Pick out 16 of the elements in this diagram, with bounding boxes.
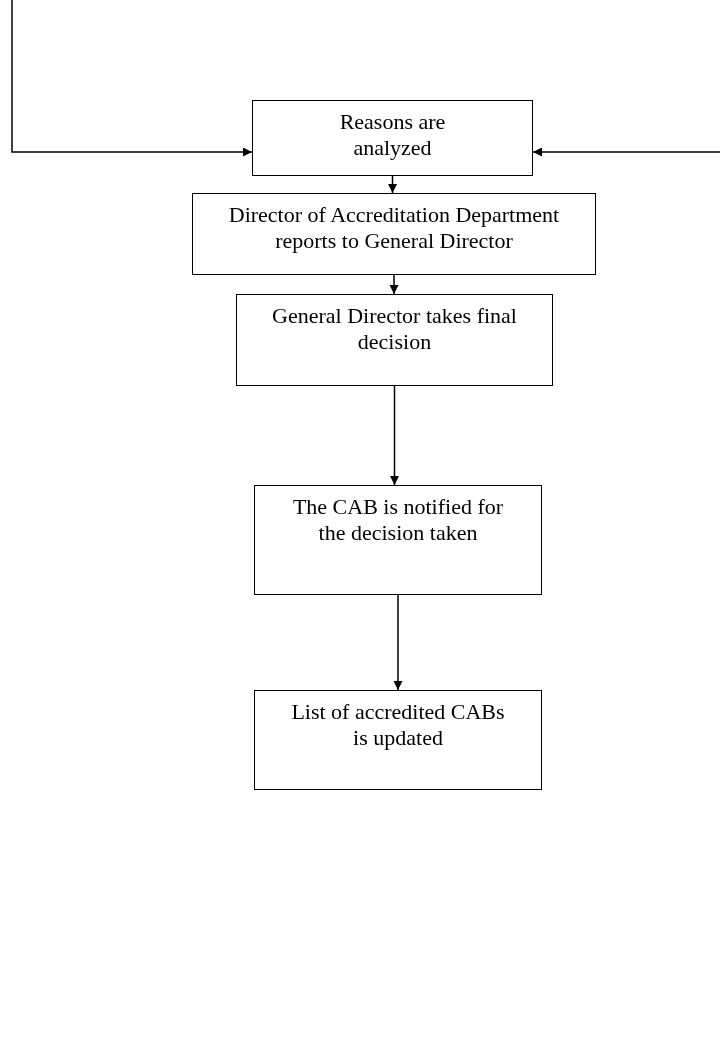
box-text: Reasons are analyzed xyxy=(338,109,447,161)
box-text: The CAB is notified for the decision taken xyxy=(291,494,505,546)
process-box xyxy=(192,193,596,275)
box-text: List of accredited CABs is updated xyxy=(290,699,506,751)
process-box xyxy=(236,294,553,386)
box-text: Director of Accreditation Department reports to General Director xyxy=(227,202,561,254)
arrow xyxy=(390,385,399,486)
arrow xyxy=(393,594,403,691)
process-box xyxy=(254,690,542,790)
box-text: General Director takes final decision xyxy=(271,303,518,355)
arrow xyxy=(532,147,721,157)
process-box xyxy=(252,100,533,176)
arrow xyxy=(11,0,253,157)
process-box xyxy=(254,485,542,595)
arrow xyxy=(389,274,399,295)
arrow xyxy=(388,175,397,194)
